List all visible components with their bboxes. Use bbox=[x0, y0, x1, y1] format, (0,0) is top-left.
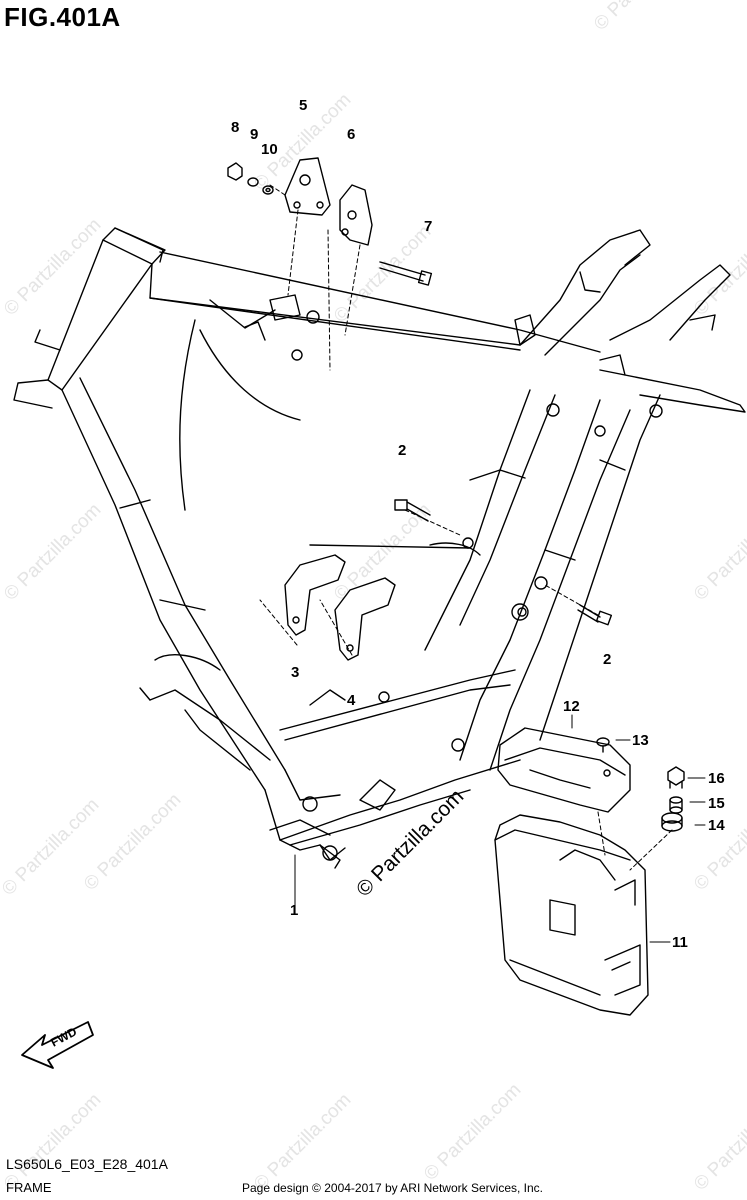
callout-5: 5 bbox=[299, 97, 308, 114]
callout-11: 11 bbox=[672, 934, 688, 951]
callout-9: 9 bbox=[250, 126, 259, 143]
callout-12: 12 bbox=[563, 698, 580, 715]
bolt-7 bbox=[379, 261, 433, 286]
callout-6: 6 bbox=[347, 126, 356, 143]
dashed-leaders bbox=[259, 184, 673, 871]
fwd-arrow-icon bbox=[21, 1021, 94, 1069]
bolt-2-upper bbox=[394, 499, 431, 522]
callout-16: 16 bbox=[708, 770, 725, 787]
bracket-3 bbox=[284, 554, 346, 636]
diagram-code: LS650L6_E03_E28_401A bbox=[6, 1156, 168, 1172]
bolt-16 bbox=[667, 766, 685, 789]
callout-1: 1 bbox=[290, 902, 299, 919]
bolt-2-lower bbox=[577, 604, 613, 626]
callout-2-lower: 2 bbox=[603, 651, 612, 668]
washer-10 bbox=[262, 185, 274, 195]
callout-4: 4 bbox=[347, 692, 356, 709]
copyright-credit: Page design © 2004-2017 by ARI Network S… bbox=[242, 1181, 544, 1195]
callout-3: 3 bbox=[291, 664, 300, 681]
bracket-4 bbox=[309, 577, 396, 706]
callout-10: 10 bbox=[261, 141, 278, 158]
callout-leaders bbox=[294, 714, 706, 943]
bracket-plate-6 bbox=[339, 184, 373, 246]
section-name: FRAME bbox=[6, 1180, 52, 1195]
nut-8 bbox=[227, 162, 243, 181]
callout-2-upper: 2 bbox=[398, 442, 407, 459]
callout-14: 14 bbox=[708, 817, 725, 834]
figure-title: FIG.401A bbox=[4, 2, 121, 32]
callout-13: 13 bbox=[632, 732, 649, 749]
callout-8: 8 bbox=[231, 119, 240, 136]
screw-13 bbox=[596, 737, 610, 753]
spacer-15 bbox=[669, 796, 683, 814]
main-frame bbox=[13, 227, 746, 869]
callout-15: 15 bbox=[708, 795, 725, 812]
grommet-14 bbox=[661, 812, 683, 832]
bracket-plate-5 bbox=[284, 157, 331, 216]
callout-7: 7 bbox=[424, 218, 433, 235]
box-11 bbox=[494, 814, 649, 1016]
washer-9 bbox=[247, 177, 259, 187]
cover-12 bbox=[497, 727, 631, 813]
